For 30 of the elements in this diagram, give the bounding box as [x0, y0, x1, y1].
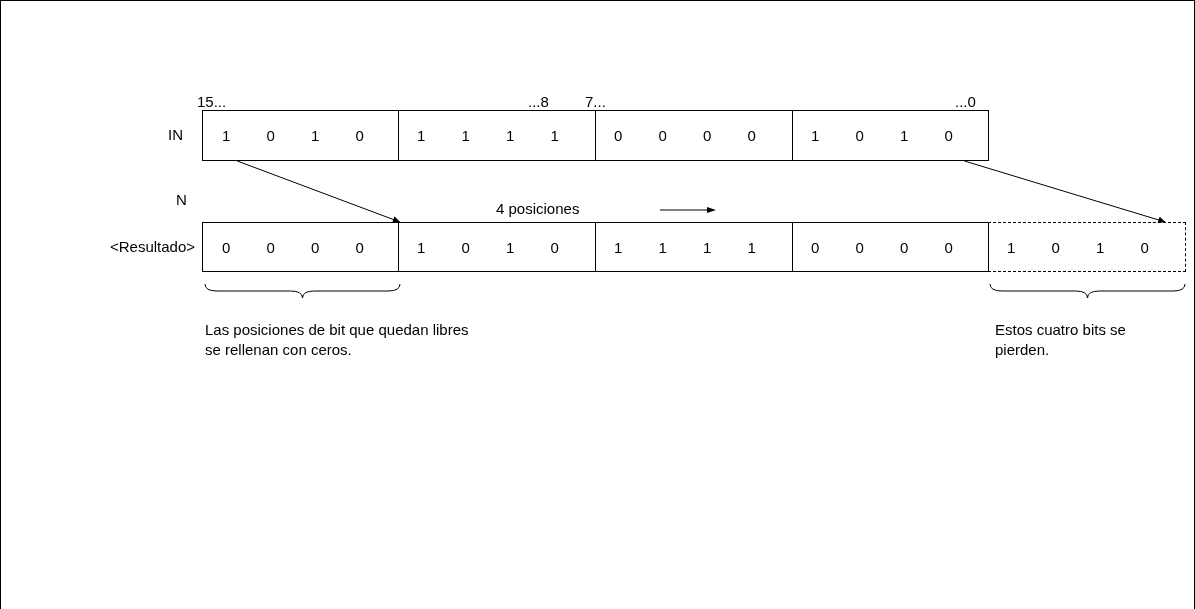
bit-values: 1 0 1 0 — [221, 127, 364, 144]
row-label: IN — [168, 125, 183, 145]
bit-values: 1 1 1 1 — [416, 127, 559, 144]
shift-label: 4 posiciones — [496, 199, 580, 219]
note: Las posiciones de bit que quedan libres se rellenan con ceros. — [205, 320, 470, 360]
row-label: N — [176, 190, 187, 210]
note: Estos cuatro bits se pierden. — [995, 320, 1127, 360]
bit-values: 1 0 1 0 — [810, 127, 953, 144]
bit-values: 0 0 0 0 — [221, 238, 364, 256]
bit-group-box — [398, 110, 596, 161]
bit-values: 0 0 0 0 — [613, 127, 756, 144]
bit-group-box — [792, 222, 989, 272]
bit-index-label: 7... — [585, 92, 606, 112]
bit-group-box — [398, 222, 596, 272]
bit-index-label: ...0 — [955, 92, 976, 112]
bit-group-box — [595, 110, 793, 161]
arrow — [964, 160, 1166, 224]
bit-index-label: ...8 — [528, 92, 549, 112]
arrow — [236, 160, 401, 223]
bit-group-box — [595, 222, 793, 272]
dashed-bit-group-box — [988, 222, 1186, 272]
bit-values: 1 1 1 1 — [613, 238, 756, 256]
bit-index-label: 15... — [197, 92, 227, 112]
bit-group-box — [202, 222, 399, 272]
bit-values: 0 0 0 0 — [810, 238, 953, 256]
bit-values: 1 0 1 0 — [416, 238, 559, 256]
bit-values: 1 0 1 0 — [1006, 238, 1149, 256]
row-label: <Resultado> — [110, 237, 196, 257]
bit-group-box — [792, 110, 989, 161]
bit-group-box — [202, 110, 399, 161]
